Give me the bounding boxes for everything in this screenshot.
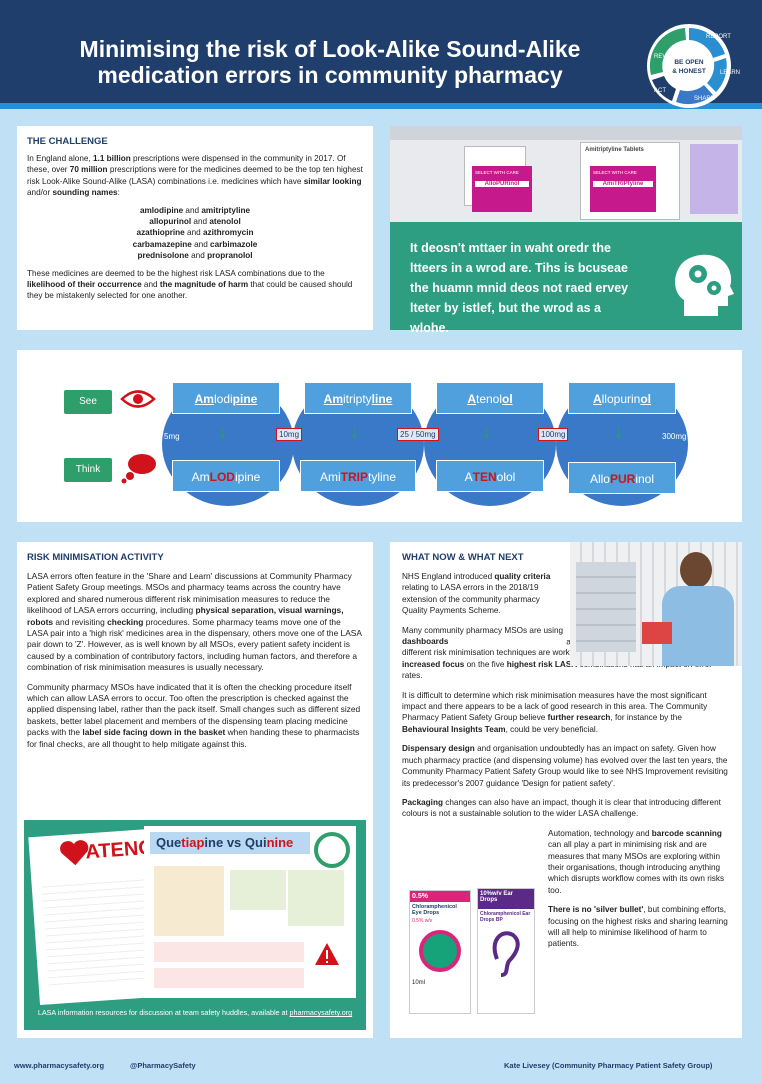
down-arrow-icon: ↓ [614, 422, 623, 442]
challenge-title: THE CHALLENGE [27, 136, 108, 147]
lasa-pair: prednisolone and propranolol [137, 251, 253, 261]
svg-text:& HONEST: & HONEST [672, 68, 706, 75]
svg-text:REVIEW: REVIEW [654, 54, 678, 60]
heart-icon [60, 840, 89, 866]
next-paragraph-7: There is no 'silver bullet', but combini… [548, 905, 728, 949]
resources-caption: LASA information resources for discussio… [37, 1008, 353, 1017]
title-line-1: Minimising the risk of Look-Alike Sound-… [79, 36, 581, 62]
svg-text:REPORT: REPORT [706, 34, 731, 40]
thought-bubble-icon [121, 454, 156, 484]
resources-box: ATENC Quetiapine vs Quinine LASA informa… [24, 820, 366, 1030]
lasa-pair: allopurinol and atenolol [149, 217, 241, 227]
header-stripe [0, 103, 762, 109]
drug-name-think: AlloPURinol [568, 462, 676, 494]
challenge-paragraph-1: In England alone, 1.1 billion prescripti… [27, 154, 363, 198]
title-line-2: medication errors in community pharmacy [97, 62, 563, 88]
eye-icon [120, 390, 156, 408]
drug-name-see: Amitriptyline [304, 382, 412, 414]
risk-title: RISK MINIMISATION ACTIVITY [27, 552, 164, 563]
be-open-honest-badge: REPORT LEARN SHARE ACT REVIEW BE OPEN & … [647, 24, 740, 108]
drug-name-think: ATENolol [436, 460, 544, 492]
scrambled-text: It deosn't mttaer in waht oredr the ltte… [410, 241, 629, 335]
scrambled-text-box: It deosn't mttaer in waht oredr the ltte… [390, 222, 742, 335]
page-title: Minimising the risk of Look-Alike Sound-… [30, 36, 630, 88]
lasa-pair: azathioprine and azithromycin [136, 228, 254, 238]
footer-website[interactable]: www.pharmacysafety.org [14, 1061, 105, 1070]
lasa-pairs-list: amlodipine and amitriptyline allopurinol… [27, 205, 363, 262]
strength-label: 10mg [276, 428, 303, 441]
footer-twitter[interactable]: @PharmacySafety [130, 1061, 196, 1070]
strength-label: 300mg [662, 432, 687, 441]
next-paragraph-5: Packaging changes can also have an impac… [402, 797, 721, 819]
strength-label: 25 / 50mg [397, 428, 439, 441]
next-paragraph-6: Automation, technology and barcode scann… [548, 828, 725, 895]
svg-text:SHARE: SHARE [694, 96, 715, 102]
down-arrow-icon: ↓ [350, 422, 359, 442]
footer-author: Kate Livesey (Community Pharmacy Patient… [504, 1061, 713, 1070]
strength-label: 5mg [164, 432, 180, 441]
challenge-paragraph-2: These medicines are deemed to be the hig… [27, 268, 353, 301]
strength-label: 100mg [538, 428, 569, 441]
risk-paragraph-2: Community pharmacy MSOs have indicated t… [27, 681, 361, 749]
think-label: Think [64, 458, 112, 482]
svg-text:BE OPEN: BE OPEN [674, 59, 704, 66]
lasa-shelf-photo: SELECT WITH CARE AlloPURinol Amitriptyli… [390, 126, 742, 222]
eye-drops-pack: 0.5% Chloramphenicol Eye Drops 0.5% w/v … [409, 890, 471, 1014]
see-label: See [64, 390, 112, 414]
drug-name-think: AmLODipine [172, 460, 280, 492]
lasa-pair: carbamazepine and carbimazole [132, 239, 258, 249]
warning-icon [315, 943, 339, 965]
drug-name-see: Atenolol [436, 382, 544, 414]
drug-name-see: Allopurinol [568, 382, 676, 414]
lasa-pair: amlodipine and amitriptyline [139, 205, 251, 215]
pharmacist-photo [570, 542, 742, 666]
header-banner [0, 0, 762, 103]
down-arrow-icon: ↓ [482, 422, 491, 442]
svg-text:ACT: ACT [654, 88, 666, 94]
down-arrow-icon: ↓ [218, 422, 227, 442]
ear-icon [492, 931, 520, 977]
risk-paragraph-1: LASA errors often feature in the 'Share … [27, 571, 362, 673]
svg-text:LEARN: LEARN [720, 70, 740, 76]
head-gears-icon [675, 254, 734, 316]
pharmacysafety-link[interactable]: pharmacysafety.org [289, 1008, 353, 1017]
next-paragraph-3: It is difficult to determine which risk … [402, 690, 708, 734]
what-next-title: WHAT NOW & WHAT NEXT [402, 552, 524, 563]
next-paragraph-4: Dispensary design and organisation undou… [402, 744, 728, 788]
ear-drops-pack: 10%w/v Ear Drops Chloramphenicol Ear Dro… [477, 888, 535, 1014]
challenge-panel: THE CHALLENGE In England alone, 1.1 bill… [17, 126, 373, 330]
next-paragraph-1: NHS England introduced quality criteria … [402, 572, 551, 616]
quetiapine-poster: Quetiapine vs Quinine [144, 826, 356, 998]
drug-name-see: Amlodipine [172, 382, 280, 414]
ateno-poster: ATENC [28, 826, 190, 1006]
drug-name-think: AmiTRIPtyline [300, 460, 416, 492]
